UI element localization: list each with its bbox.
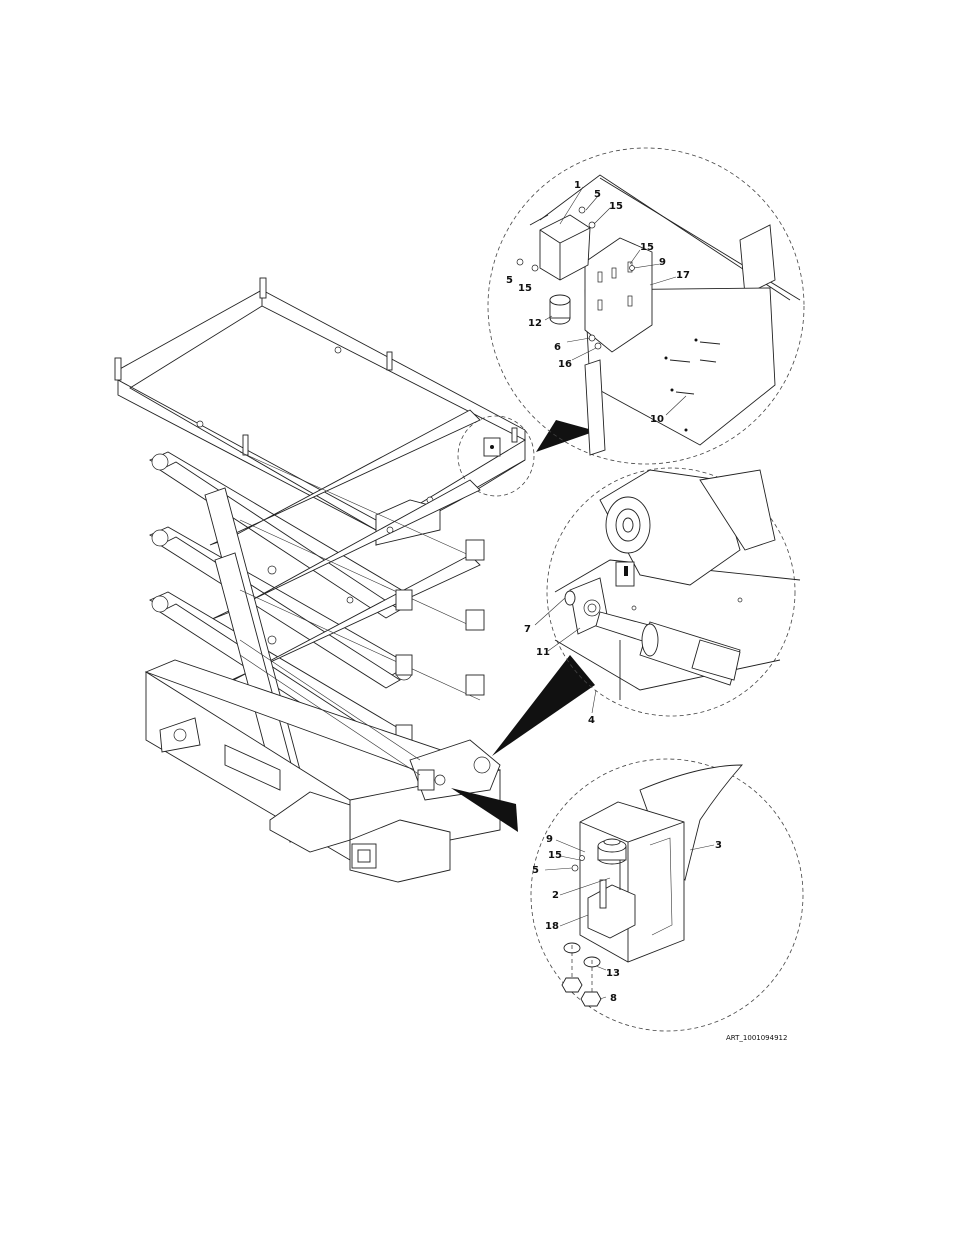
callout-mid-3: 4 — [588, 715, 595, 726]
callout-top-12: 10 — [650, 414, 664, 425]
callout-top-1: 1 — [574, 180, 581, 191]
detail-top — [487, 147, 805, 465]
callout-top-9: 12 — [528, 318, 542, 329]
callout-bot-5: 18 — [545, 921, 559, 932]
detail-bottom — [530, 758, 804, 1032]
callout-top-3: 15 — [609, 201, 623, 212]
pointer-bottom — [451, 788, 518, 832]
callout-top-10: 6 — [554, 342, 561, 353]
detail-middle — [534, 467, 801, 717]
callout-bot-2: 15 — [548, 850, 562, 861]
callout-bot-1: 9 — [546, 834, 553, 845]
callout-top-5: 9 — [659, 257, 666, 268]
callout-bot-4: 2 — [552, 890, 559, 901]
pointer-middle — [492, 655, 595, 756]
callout-top-6: 17 — [676, 270, 690, 281]
callout-mid-2: 11 — [536, 647, 550, 658]
callout-top-7: 5 — [506, 275, 513, 286]
callout-bot-6: 13 — [606, 968, 620, 979]
callout-top-2: 5 — [594, 189, 601, 200]
art-id-label: ART_1001094912 — [726, 1034, 787, 1042]
callout-top-4: 15 — [640, 242, 654, 253]
platform-bracket-small — [483, 437, 501, 457]
detail-ring-platform — [457, 415, 535, 497]
callout-mid-1: 7 — [524, 624, 531, 635]
callout-bot-3: 5 — [532, 865, 539, 876]
callout-bot-8: 3 — [715, 840, 722, 851]
callout-bot-7: 8 — [610, 993, 617, 1004]
scissor-lift-assembly — [114, 277, 535, 883]
callout-top-8: 15 — [518, 283, 532, 294]
callout-top-11: 16 — [558, 359, 572, 370]
pointer-top — [536, 420, 596, 452]
chassis-base — [144, 639, 502, 883]
platform-deck — [114, 277, 526, 546]
